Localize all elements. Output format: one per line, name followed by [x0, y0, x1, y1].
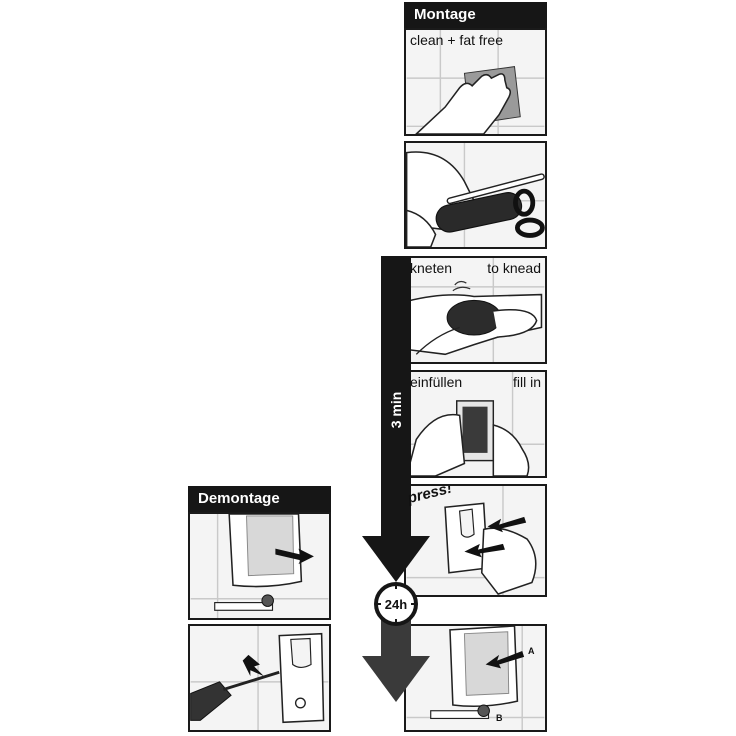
demontage-title: Demontage	[198, 490, 280, 507]
step-fill-caption-en: fill in	[512, 374, 541, 390]
step-roll-panel	[404, 141, 547, 249]
fill-illustration	[406, 372, 545, 476]
demontage-pull-illustration	[190, 514, 329, 618]
demontage-step-2-panel	[188, 624, 331, 732]
step-fill-panel: einfüllen fill in	[404, 370, 547, 478]
press-illustration	[406, 486, 545, 595]
clean-illustration	[406, 30, 545, 134]
clock-icon	[374, 582, 418, 626]
step-result-panel: A B	[404, 624, 547, 732]
timing-bar	[381, 256, 411, 536]
clock-label: 24h	[384, 597, 408, 612]
demontage-step-1-panel	[188, 512, 331, 620]
montage-header: Montage	[404, 2, 547, 28]
step-fill-caption-de: einfüllen	[410, 374, 463, 390]
down-arrow-upper	[362, 536, 430, 582]
step-knead-panel: kneten to knead	[404, 256, 547, 364]
demontage-header: Demontage	[188, 486, 331, 512]
step-result-label-a: A	[528, 646, 535, 656]
timing-bar-text: 3 min	[388, 391, 404, 429]
step-knead-caption-de: kneten	[410, 260, 453, 276]
knead-illustration	[406, 258, 545, 362]
roll-illustration	[406, 143, 545, 247]
demontage-screwdriver-illustration	[190, 626, 329, 730]
timing-bar-label: 3 min	[381, 380, 411, 440]
step-knead-caption-en: to knead	[487, 260, 541, 276]
step-press-panel: press!	[404, 484, 547, 597]
step-result-label-b: B	[496, 713, 503, 723]
step-clean-panel: clean + fat free	[404, 28, 547, 136]
result-illustration	[406, 626, 545, 730]
down-arrow-lower-head	[362, 656, 430, 702]
montage-title: Montage	[414, 6, 476, 23]
step-clean-caption: clean + fat free	[410, 32, 504, 48]
